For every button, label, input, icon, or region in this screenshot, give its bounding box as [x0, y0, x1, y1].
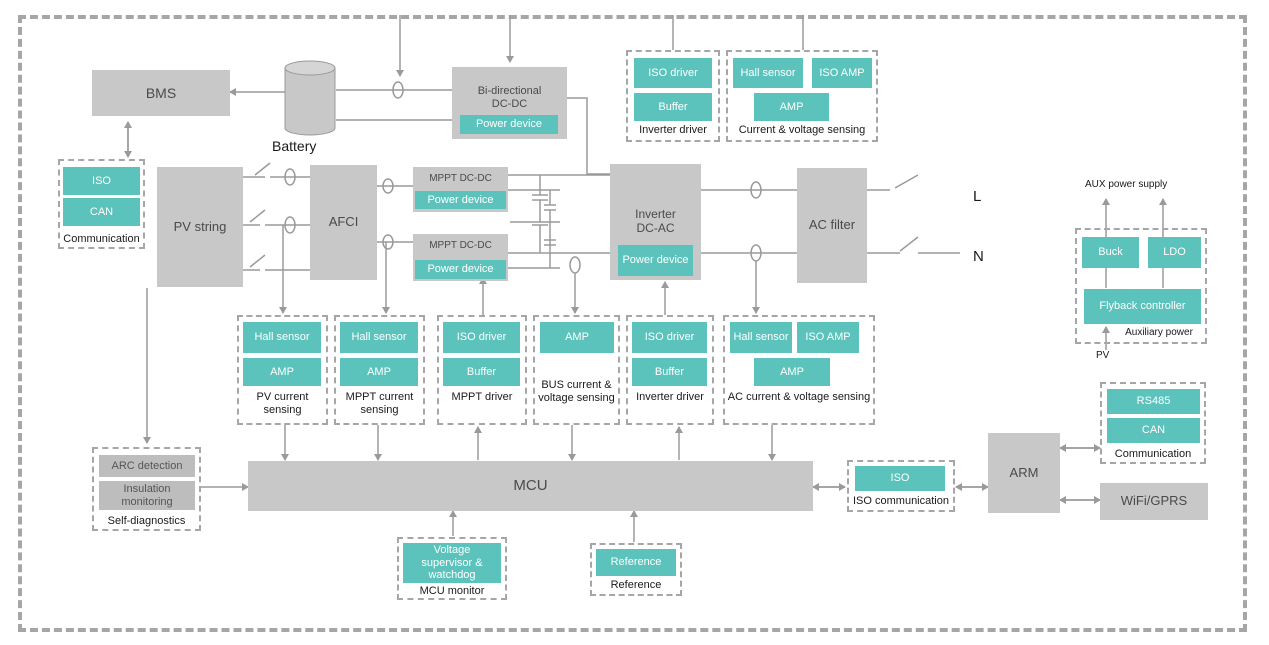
pv-string-label: PV string [173, 218, 227, 234]
communication-left-group [58, 159, 145, 249]
comm-left-caption: Communication [63, 233, 140, 245]
diag-caption: Self-diagnostics [107, 515, 186, 527]
ac-filter-label: AC filter [808, 217, 856, 233]
mpptcs-caption: MPPT current sensing [345, 391, 414, 417]
aux-pv-label: PV [1096, 350, 1110, 361]
cv-top-caption: Current & voltage sensing [738, 124, 866, 136]
mppt-dcdc-1-title: MPPT DC-DC [429, 173, 492, 184]
mppt-current-sensing-group [334, 315, 425, 425]
pvcs-caption: PV current sensing [256, 391, 309, 417]
reference-caption: Reference [610, 579, 662, 591]
mppt-dcdc-1-power-device: Power device [415, 191, 506, 209]
line-n-label: N [973, 248, 984, 265]
inverter-dcac-title: Inverter DC-AC [635, 207, 676, 235]
comm-left-can: CAN [63, 198, 140, 226]
bms-block: BMS [92, 70, 230, 116]
reference-box: Reference [596, 549, 676, 576]
inverter-driver-top-group [626, 50, 720, 142]
iso-comm-iso: ISO [855, 466, 945, 491]
iso-comm-caption: ISO communication [853, 495, 949, 507]
reference-group [590, 543, 682, 596]
pvcs-hall-sensor: Hall sensor [243, 322, 321, 353]
bus-sensing-group [533, 315, 620, 425]
mcumon-voltage-supervisor: Voltage supervisor & watchdog [403, 543, 501, 583]
inverter-driver-top-caption: Inverter driver [639, 124, 707, 136]
mppt-driver-group [437, 315, 527, 425]
mcumon-caption: MCU monitor [419, 585, 485, 597]
arm-label: ARM [1009, 464, 1039, 480]
auxiliary-power-group [1075, 228, 1207, 344]
current-voltage-sensing-top-group [726, 50, 878, 142]
mpptcs-amp: AMP [340, 358, 418, 386]
wifi-gprs-label: WiFi/GPRS [1120, 493, 1188, 509]
comm-right-rs485: RS485 [1107, 389, 1200, 414]
pv-string-block: PV string [157, 167, 243, 287]
aux-caption: Auxiliary power [1125, 327, 1193, 338]
mpptd-caption: MPPT driver [451, 391, 513, 403]
afci-block: AFCI [310, 165, 377, 280]
diag-insulation-monitoring: Insulation monitoring [99, 481, 195, 510]
accv-caption: AC current & voltage sensing [727, 391, 871, 403]
mpptd-iso-driver: ISO driver [443, 322, 520, 353]
aux-ldo: LDO [1148, 237, 1201, 268]
inverter-driver-top-iso-driver: ISO driver [634, 58, 712, 88]
self-diagnostics-group [92, 447, 201, 531]
mcu-label: MCU [513, 477, 548, 495]
cv-top-hall-sensor: Hall sensor [733, 58, 803, 88]
invd-caption: Inverter driver [636, 391, 704, 403]
bus-amp: AMP [540, 322, 614, 353]
bidirectional-dcdc-title: Bi-directional DC-DC [477, 85, 542, 110]
mcu-block: MCU [248, 461, 813, 511]
accv-hall-sensor: Hall sensor [730, 322, 792, 353]
inverter-driver-top-buffer: Buffer [634, 93, 712, 121]
aux-power-supply-label: AUX power supply [1085, 179, 1168, 190]
mcu-monitor-group [397, 537, 507, 600]
aux-buck: Buck [1082, 237, 1139, 268]
iso-communication-group [847, 460, 955, 512]
invd-buffer: Buffer [632, 358, 707, 386]
battery-label: Battery [272, 138, 317, 154]
comm-left-iso: ISO [63, 167, 140, 195]
inverter-power-device: Power device [618, 245, 693, 276]
wifi-gprs-block: WiFi/GPRS [1100, 483, 1208, 520]
arm-block: ARM [988, 433, 1060, 513]
cv-top-amp: AMP [754, 93, 829, 121]
aux-flyback-controller: Flyback controller [1084, 289, 1201, 324]
mppt-dcdc-2-power-device: Power device [415, 260, 506, 279]
mpptcs-hall-sensor: Hall sensor [340, 322, 418, 353]
bms-label: BMS [145, 84, 177, 101]
mpptd-buffer: Buffer [443, 358, 520, 386]
ac-cv-sensing-group [723, 315, 875, 425]
bus-caption: BUS current & voltage sensing [538, 379, 615, 405]
bidirectional-power-device: Power device [460, 115, 558, 134]
invd-iso-driver: ISO driver [632, 322, 707, 353]
cv-top-iso-amp: ISO AMP [812, 58, 872, 88]
line-l-label: L [973, 188, 982, 205]
pv-current-sensing-group [237, 315, 328, 425]
mppt-dcdc-2-title: MPPT DC-DC [429, 240, 492, 251]
comm-right-caption: Communication [1114, 448, 1192, 460]
accv-iso-amp: ISO AMP [797, 322, 859, 353]
afci-label: AFCI [328, 214, 359, 230]
diag-arc-detection: ARC detection [99, 455, 195, 477]
accv-amp: AMP [754, 358, 830, 386]
comm-right-can: CAN [1107, 418, 1200, 443]
inverter-driver-bottom-group [626, 315, 714, 425]
ac-filter-block: AC filter [797, 168, 867, 283]
pvcs-amp: AMP [243, 358, 321, 386]
outer-frame [18, 15, 1247, 632]
communication-right-group [1100, 382, 1206, 464]
